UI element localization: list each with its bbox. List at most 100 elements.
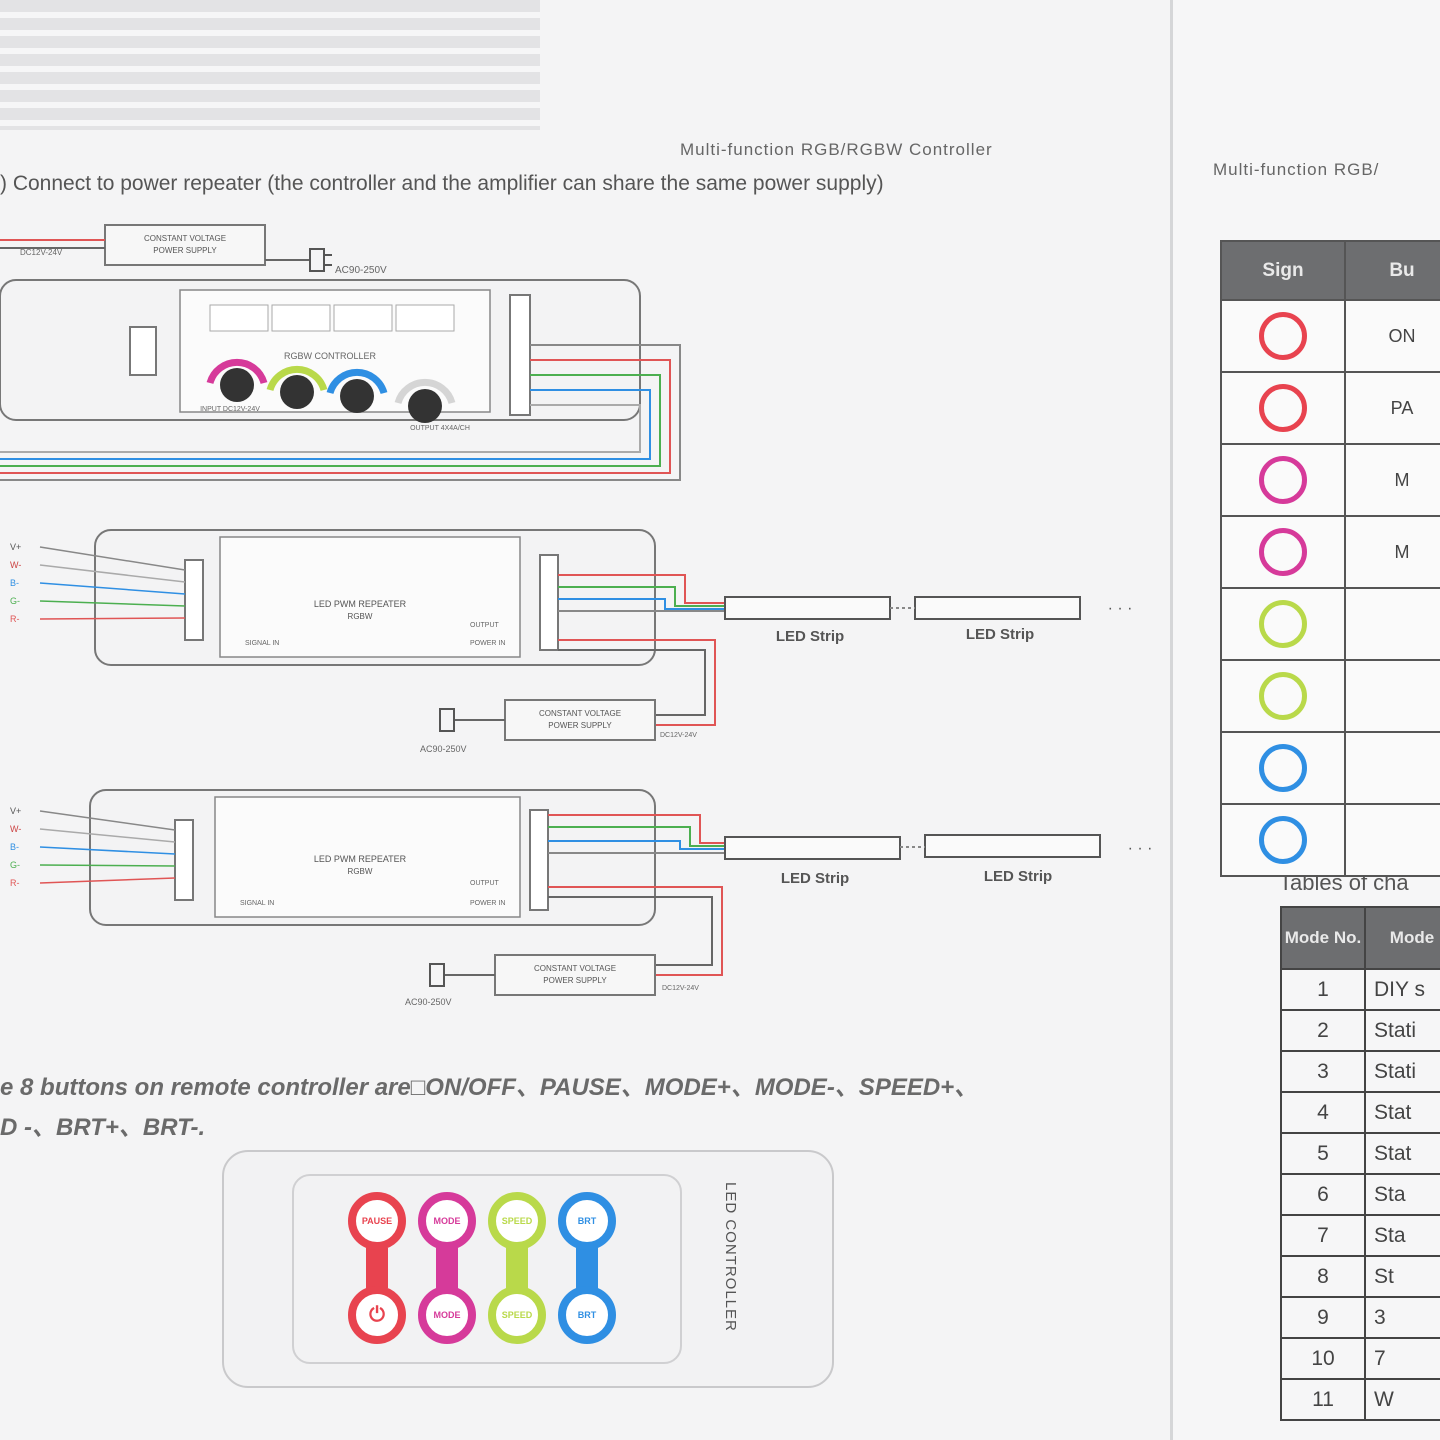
remote-note-line2: D -、BRT+、BRT-. <box>0 1114 206 1141</box>
repeater-1: LED PWM REPEATER RGBW SIGNAL IN POWER IN… <box>10 529 725 726</box>
table-row <box>1220 731 1440 805</box>
wiring-diagram: CONSTANT VOLTAGE POWER SUPPLY DC12V-24V … <box>0 224 1153 1007</box>
knob-green-icon <box>266 365 328 409</box>
remote-button-panel: PAUSE MODE SPEED BRT ⏻ MODE SPEED BRT <box>292 1174 682 1364</box>
repeater-2-power-supply: CONSTANT VOLTAGE POWER SUPPLY DC12V-24V … <box>405 954 699 1007</box>
knob-white-icon <box>394 378 456 423</box>
svg-text:OUTPUT: OUTPUT <box>470 880 500 887</box>
controller-output-wires <box>0 344 681 481</box>
table-row: ON <box>1220 299 1440 373</box>
mode-minus-symbol-icon <box>1259 528 1307 576</box>
remote-neck-red <box>366 1248 388 1288</box>
speed-minus-button-icon: SPEED <box>488 1192 546 1250</box>
led-strip-label: LED Strip <box>781 870 849 887</box>
knob-blue-icon <box>326 368 388 413</box>
table-row <box>1220 587 1440 661</box>
svg-text:DC12V-24V: DC12V-24V <box>20 248 63 257</box>
svg-text:POWER SUPPLY: POWER SUPPLY <box>153 246 217 255</box>
svg-text:CONSTANT VOLTAGE: CONSTANT VOLTAGE <box>539 709 621 718</box>
right-running-head: Multi-function RGB/ <box>1213 160 1380 179</box>
strip-continues: · · · <box>1128 840 1153 857</box>
table-row <box>1220 803 1440 877</box>
remote-controller-illustration: PAUSE MODE SPEED BRT ⏻ MODE SPEED BRT LE… <box>222 1150 834 1388</box>
top-power-supply: CONSTANT VOLTAGE POWER SUPPLY DC12V-24V … <box>0 224 387 276</box>
svg-text:LED PWM REPEATER: LED PWM REPEATER <box>314 599 407 609</box>
repeater-1-power-supply: CONSTANT VOLTAGE POWER SUPPLY DC12V-24V … <box>420 699 697 754</box>
table-row: M <box>1220 443 1440 517</box>
svg-text:POWER SUPPLY: POWER SUPPLY <box>548 721 612 730</box>
mode-no-header: Mode No. <box>1280 906 1366 970</box>
speed-plus-button-icon: SPEED <box>488 1286 546 1344</box>
speed-minus-symbol-icon <box>1259 672 1307 720</box>
brt-minus-symbol-icon <box>1259 816 1307 864</box>
button-header: Bu <box>1344 240 1440 301</box>
rgbw-controller: RGBW CONTROLLER INPUT DC12V-24V OUTPUT 4… <box>0 279 641 432</box>
svg-text:SIGNAL IN: SIGNAL IN <box>240 900 274 907</box>
svg-text:RGBW CONTROLLER: RGBW CONTROLLER <box>284 351 377 361</box>
brt-plus-symbol-icon <box>1259 744 1307 792</box>
power-button-icon: ⏻ <box>348 1286 406 1344</box>
remote-buttons-note: e 8 buttons on remote controller are□ON/… <box>0 1068 978 1148</box>
table-row: PA <box>1220 371 1440 445</box>
svg-text:RGBW: RGBW <box>348 612 373 621</box>
led-strip <box>724 596 1081 620</box>
svg-text:POWER IN: POWER IN <box>470 640 505 647</box>
svg-text:RGBW: RGBW <box>348 867 373 876</box>
svg-text:AC90-250V: AC90-250V <box>335 265 387 276</box>
svg-text:OUTPUT: OUTPUT <box>470 622 500 629</box>
remote-neck-magenta <box>436 1248 458 1288</box>
svg-text:R-: R- <box>10 878 20 888</box>
pause-button-icon: PAUSE <box>348 1192 406 1250</box>
svg-text:DC12V-24V: DC12V-24V <box>660 732 697 739</box>
svg-text:V+: V+ <box>10 806 21 816</box>
svg-text:W-: W- <box>10 560 21 570</box>
led-strip-label: LED Strip <box>776 628 844 645</box>
svg-text:V+: V+ <box>10 542 21 552</box>
button-sign-table: Sign Bu ON PA M M <box>1220 240 1440 877</box>
sign-header: Sign <box>1220 240 1346 301</box>
svg-text:SIGNAL IN: SIGNAL IN <box>245 640 279 647</box>
svg-text:POWER SUPPLY: POWER SUPPLY <box>543 976 607 985</box>
mode-minus-button-icon: MODE <box>418 1286 476 1344</box>
led-strip <box>724 834 1101 860</box>
svg-text:R-: R- <box>10 614 20 624</box>
svg-text:G-: G- <box>10 860 20 870</box>
mode-name-header: Mode <box>1364 906 1440 970</box>
repeater-2: LED PWM REPEATER RGBW SIGNAL IN POWER IN… <box>10 789 725 976</box>
table-row: M <box>1220 515 1440 589</box>
led-strip-label: LED Strip <box>984 868 1052 885</box>
speed-plus-symbol-icon <box>1259 600 1307 648</box>
mode-plus-button-icon: MODE <box>418 1192 476 1250</box>
plug-icon <box>439 708 455 732</box>
svg-text:W-: W- <box>10 824 21 834</box>
svg-text:CONSTANT VOLTAGE: CONSTANT VOLTAGE <box>144 234 226 243</box>
svg-text:OUTPUT 4X4A/CH: OUTPUT 4X4A/CH <box>410 425 470 432</box>
plug-icon <box>309 248 332 272</box>
svg-text:CONSTANT VOLTAGE: CONSTANT VOLTAGE <box>534 964 616 973</box>
running-head: Multi-function RGB/RGBW Controller <box>680 140 993 159</box>
svg-text:INPUT DC12V-24V: INPUT DC12V-24V <box>200 406 260 413</box>
svg-text:LED PWM REPEATER: LED PWM REPEATER <box>314 854 407 864</box>
section-heading: ) Connect to power repeater (the control… <box>0 172 884 195</box>
remote-note-line1: e 8 buttons on remote controller are□ON/… <box>0 1074 979 1101</box>
pause-symbol-icon <box>1259 384 1307 432</box>
svg-text:B-: B- <box>10 578 19 588</box>
mode-plus-symbol-icon <box>1259 456 1307 504</box>
remote-label: LED CONTROLLER <box>722 1182 739 1332</box>
svg-text:G-: G- <box>10 596 20 606</box>
svg-text:AC90-250V: AC90-250V <box>405 997 452 1007</box>
brt-plus-button-icon: BRT <box>558 1286 616 1344</box>
svg-text:B-: B- <box>10 842 19 852</box>
header-stripes <box>0 0 540 130</box>
svg-text:AC90-250V: AC90-250V <box>420 744 467 754</box>
knob-red-icon <box>206 358 268 402</box>
